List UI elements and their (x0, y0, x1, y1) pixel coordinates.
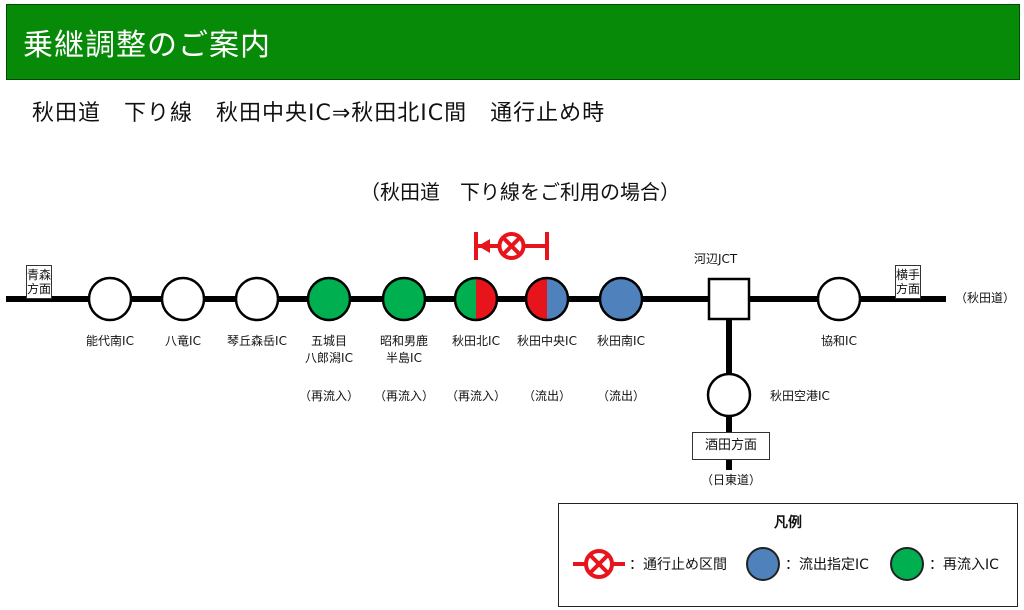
station-marker (816, 276, 862, 322)
station-half-exit (547, 278, 568, 320)
station-label: 八竜IC (165, 334, 201, 348)
page-title: 乗継調整のご案内 (23, 28, 271, 63)
closure-description: 秋田道 下り線 秋田中央IC⇒秋田北IC間 通行止め時 (32, 101, 606, 126)
legend: 凡例 ：通行止め区間 ：流出指定IC ：再流入IC (558, 503, 1018, 607)
branch-station-circle (706, 372, 752, 418)
station-half-closed (476, 278, 497, 320)
station-outline (453, 276, 499, 322)
closure-legend-icon (573, 549, 625, 579)
station-marker (160, 276, 206, 322)
station-circle (306, 276, 352, 322)
station-circle (598, 276, 644, 322)
station-circle (234, 276, 280, 322)
station-marker (381, 276, 427, 322)
station-label: 秋田南IC (597, 334, 645, 348)
station-label: 昭和男鹿 半島IC (379, 334, 428, 365)
legend-reentry-label: ：再流入IC (929, 557, 999, 573)
legend-title: 凡例 (774, 515, 802, 531)
station-label: 能代南IC (86, 334, 134, 348)
station-label: 五城目 八郎潟IC (305, 334, 353, 365)
station-circle (816, 276, 862, 322)
nitto-expressway-label: （日東道） (700, 473, 761, 487)
station-marker (234, 276, 280, 322)
akita-expressway-label: （秋田道） (955, 291, 1016, 305)
junction-box (707, 277, 751, 321)
station-note: （再流入） (298, 389, 359, 403)
station-half-reentry (455, 278, 476, 320)
station-label: 協和IC (821, 334, 857, 348)
station-note: （流出） (522, 389, 571, 403)
direction-aomori: 青森方面 (26, 265, 52, 299)
station-circle (381, 276, 427, 322)
legend-closure-label: ：通行止め区間 (629, 557, 727, 573)
closure-x-2 (502, 236, 521, 256)
station-marker (598, 276, 644, 322)
station-circle (87, 276, 133, 322)
junction-label: 河辺JCT (694, 252, 738, 266)
legend-exit-label: ：流出指定IC (785, 557, 869, 573)
closure-arrow (478, 239, 490, 253)
direction-sakata: 酒田方面 (692, 432, 770, 460)
station-note: （再流入） (373, 389, 434, 403)
header-banner: 乗継調整のご案内 (6, 4, 1020, 80)
station-note: （流出） (596, 389, 645, 403)
diagram-caption: （秋田道 下り線をご利用の場合） (360, 180, 680, 204)
station-outline (524, 276, 570, 322)
station-marker (524, 276, 570, 322)
reentry-legend-icon (890, 547, 924, 581)
station-label: 秋田中央IC (517, 334, 577, 348)
station-label: 秋田北IC (452, 334, 500, 348)
direction-yokote: 横手方面 (895, 265, 921, 299)
branch-station-label: 秋田空港IC (770, 389, 830, 403)
station-note: （再流入） (445, 389, 506, 403)
station-marker (87, 276, 133, 322)
station-label: 琴丘森岳IC (227, 334, 287, 348)
station-circle (160, 276, 206, 322)
exit-legend-icon (746, 547, 780, 581)
station-marker (306, 276, 352, 322)
station-half-closed (526, 278, 547, 320)
station-marker (453, 276, 499, 322)
